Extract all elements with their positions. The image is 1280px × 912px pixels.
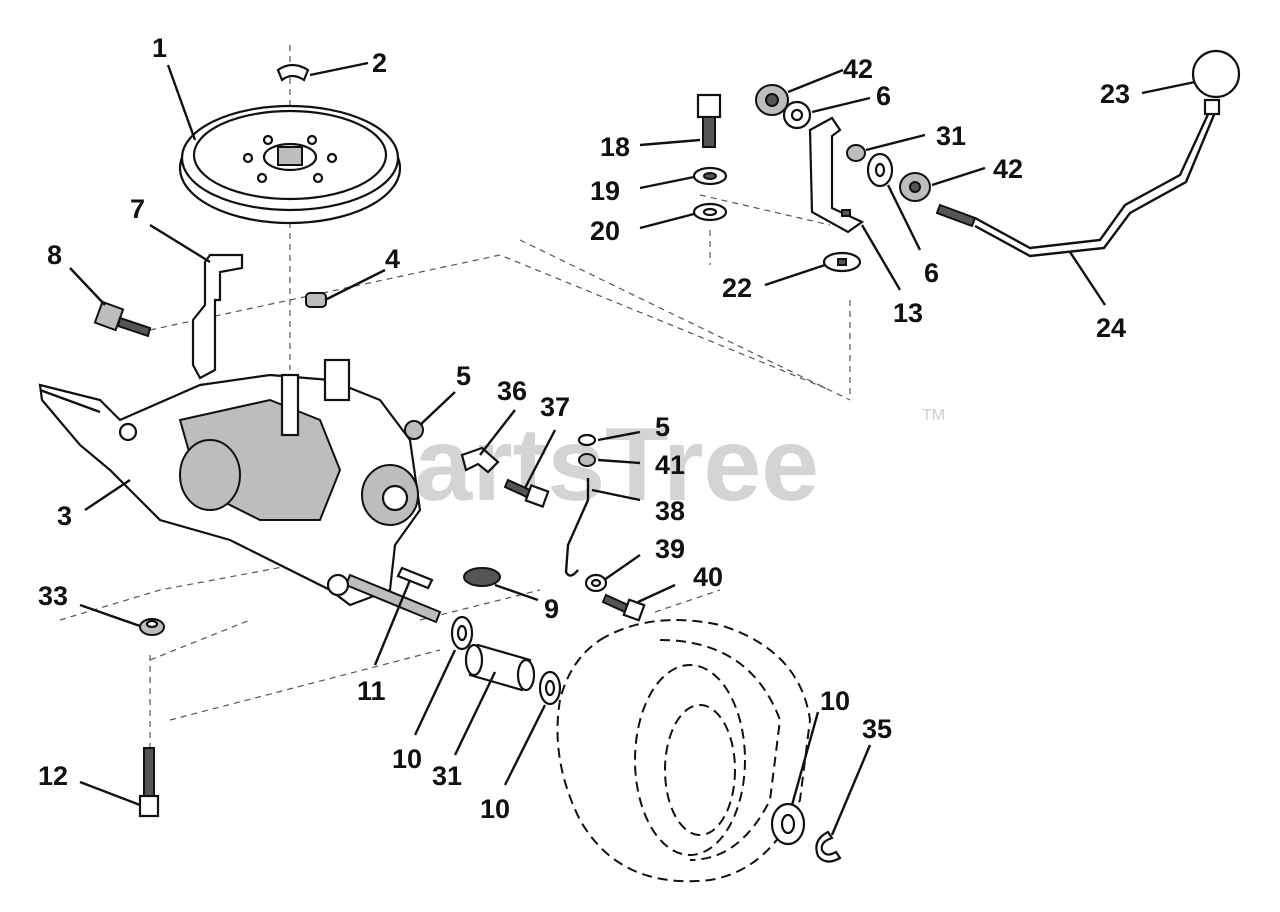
callout-label-1: 1 bbox=[152, 33, 167, 63]
key-part[interactable] bbox=[396, 566, 434, 590]
callout-label-3: 3 bbox=[57, 501, 72, 531]
spring-part[interactable] bbox=[463, 567, 501, 587]
shoulder-bolt-part[interactable] bbox=[138, 747, 160, 818]
washer-part[interactable] bbox=[692, 166, 728, 186]
callout-label-6: 6 bbox=[924, 258, 939, 288]
e-clip-part[interactable] bbox=[815, 830, 842, 863]
pulley-part[interactable] bbox=[178, 104, 402, 225]
washer-part[interactable] bbox=[450, 615, 474, 651]
callout-label-18: 18 bbox=[600, 132, 630, 162]
bracket-part[interactable] bbox=[191, 253, 244, 380]
nut-part[interactable] bbox=[755, 84, 789, 116]
nut-part[interactable] bbox=[139, 618, 165, 636]
callout-label-8: 8 bbox=[47, 240, 62, 270]
callout-label-31: 31 bbox=[936, 121, 966, 151]
assembly-guide-lines bbox=[59, 45, 851, 760]
shift-lever-part[interactable] bbox=[935, 98, 1221, 258]
pin-part[interactable] bbox=[305, 292, 327, 308]
wheel-tire bbox=[556, 619, 812, 883]
callout-label-38: 38 bbox=[655, 496, 685, 526]
callout-label-42: 42 bbox=[843, 54, 873, 84]
callout-label-2: 2 bbox=[372, 48, 387, 78]
nut-part[interactable] bbox=[578, 453, 596, 467]
callout-label-20: 20 bbox=[590, 216, 620, 246]
callout-label-40: 40 bbox=[693, 562, 723, 592]
callout-label-10: 10 bbox=[480, 794, 510, 824]
retainer-part[interactable] bbox=[276, 63, 310, 82]
callout-label-37: 37 bbox=[540, 392, 570, 422]
washer-part[interactable] bbox=[782, 100, 812, 130]
transaxle-part[interactable] bbox=[38, 358, 442, 624]
callout-label-4: 4 bbox=[385, 244, 400, 274]
bolt-part[interactable] bbox=[93, 300, 152, 338]
washer-part[interactable] bbox=[822, 251, 862, 273]
callout-label-31: 31 bbox=[432, 761, 462, 791]
callout-label-5: 5 bbox=[456, 361, 471, 391]
callout-label-11: 11 bbox=[357, 676, 386, 706]
callout-label-10: 10 bbox=[392, 744, 422, 774]
watermark-trademark: TM bbox=[922, 407, 945, 424]
leader-lines bbox=[69, 61, 1196, 836]
bracket-part[interactable] bbox=[460, 446, 500, 474]
callout-label-22: 22 bbox=[722, 273, 752, 303]
washer-part[interactable] bbox=[866, 152, 894, 188]
washer-part[interactable] bbox=[770, 802, 806, 846]
callout-label-36: 36 bbox=[497, 376, 527, 406]
callout-label-35: 35 bbox=[862, 714, 892, 744]
bolt-part[interactable] bbox=[601, 593, 646, 622]
callout-label-10: 10 bbox=[820, 686, 850, 716]
callout-label-39: 39 bbox=[655, 534, 685, 564]
washer-part[interactable] bbox=[538, 670, 562, 706]
bolt-part[interactable] bbox=[503, 478, 550, 509]
callout-labels: 1 2 3 4 5 5 6 6 7 8 9 10 10 10 11 12 13 … bbox=[38, 33, 1130, 824]
bracket-part[interactable] bbox=[808, 116, 865, 234]
bushing-part[interactable] bbox=[846, 144, 866, 162]
callout-label-41: 41 bbox=[655, 450, 685, 480]
callout-label-33: 33 bbox=[38, 581, 68, 611]
callout-label-7: 7 bbox=[130, 194, 145, 224]
callout-label-42: 42 bbox=[993, 154, 1023, 184]
washer-part[interactable] bbox=[584, 573, 608, 593]
callout-label-23: 23 bbox=[1100, 79, 1130, 109]
callout-label-24: 24 bbox=[1096, 313, 1126, 343]
spacer-part[interactable] bbox=[464, 643, 536, 692]
rod-part[interactable] bbox=[564, 478, 590, 577]
washer-part[interactable] bbox=[692, 202, 728, 222]
callout-label-19: 19 bbox=[590, 176, 620, 206]
knob-part[interactable] bbox=[1191, 49, 1241, 99]
nut-part[interactable] bbox=[899, 172, 931, 202]
callout-label-12: 12 bbox=[38, 761, 68, 791]
callout-label-6: 6 bbox=[876, 81, 891, 111]
washer-part[interactable] bbox=[577, 433, 597, 447]
bolt-part[interactable] bbox=[696, 93, 722, 148]
callout-label-13: 13 bbox=[893, 298, 923, 328]
callout-label-9: 9 bbox=[544, 594, 559, 624]
callout-label-5: 5 bbox=[655, 412, 670, 442]
nut-part[interactable] bbox=[404, 420, 424, 440]
